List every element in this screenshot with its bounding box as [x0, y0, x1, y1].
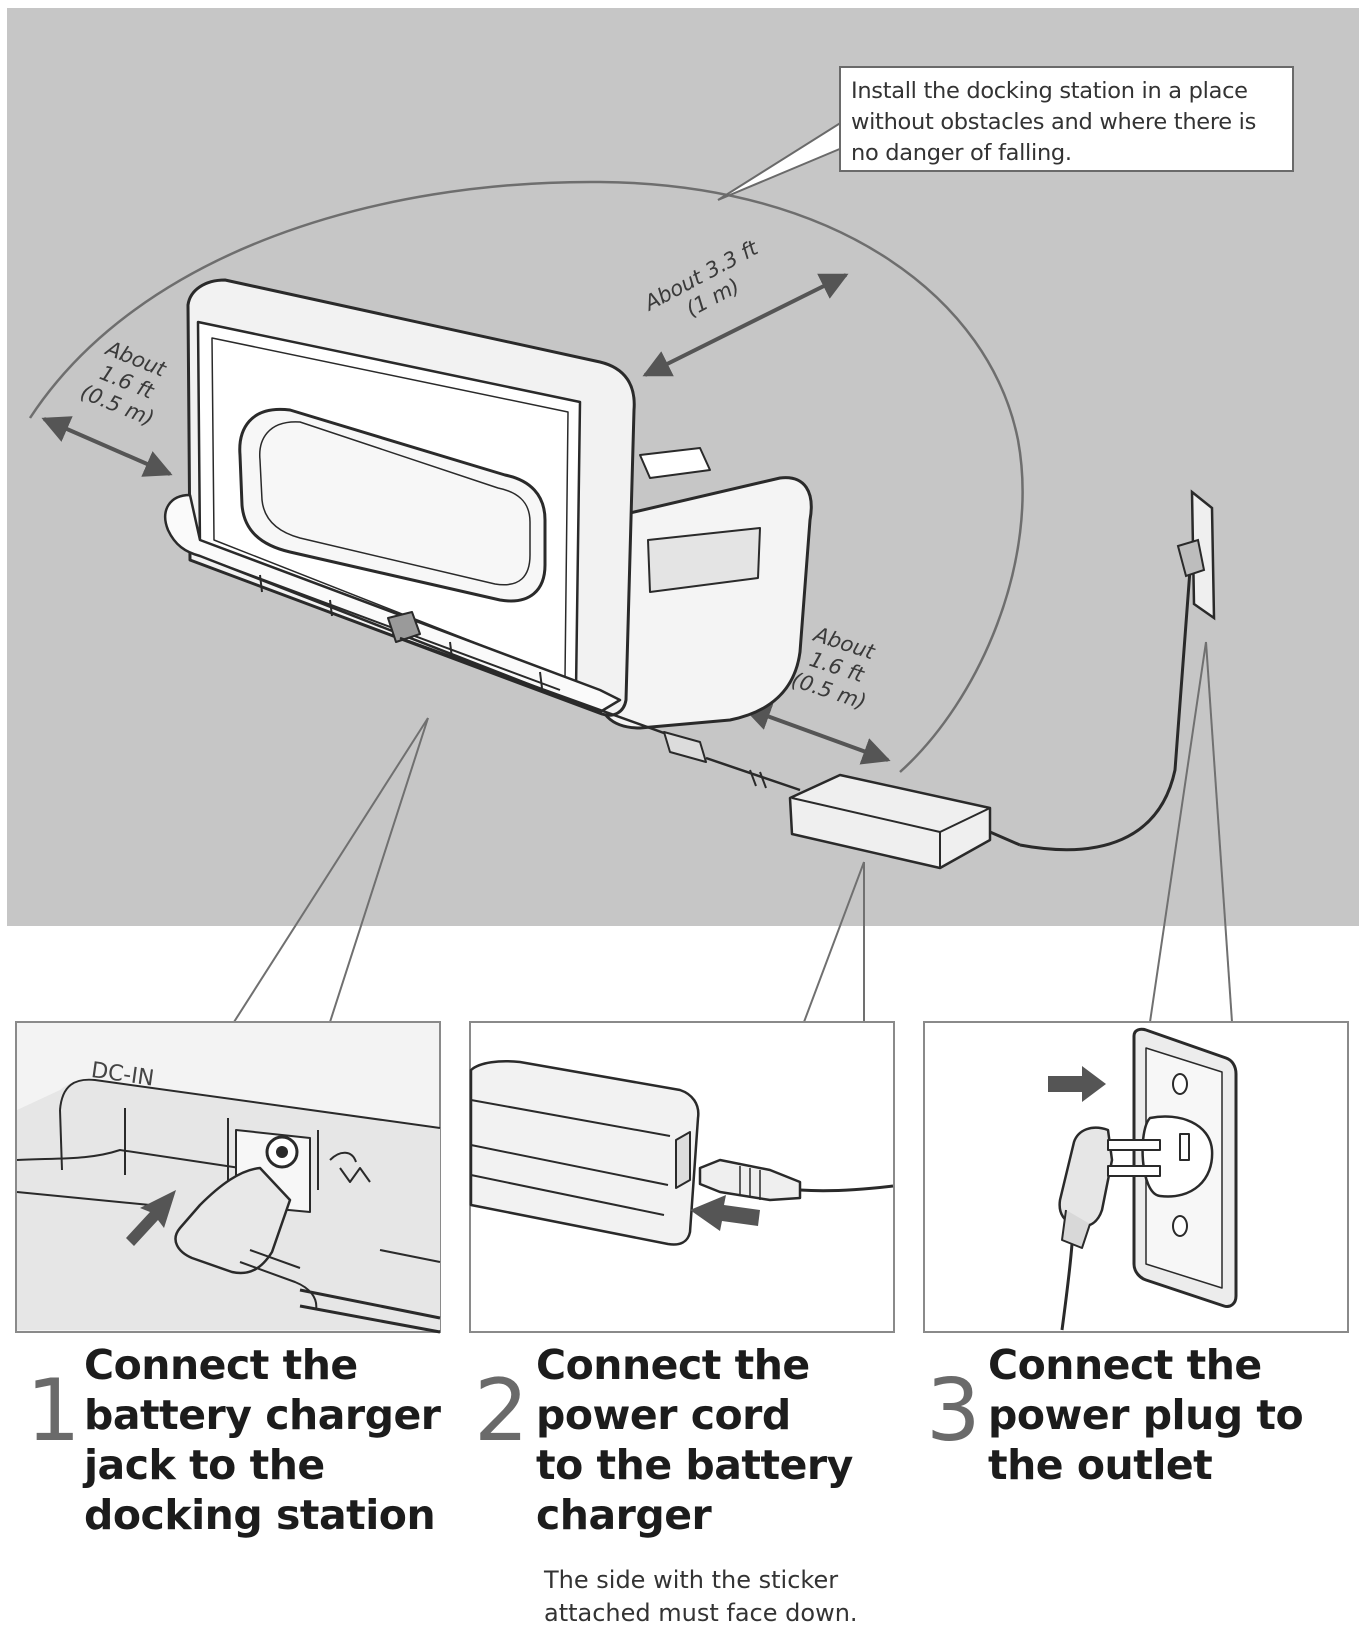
step-line: Connect the — [988, 1341, 1262, 1389]
step-instruction: Connect the power cord to the battery ch… — [536, 1340, 853, 1540]
left-dimension-arrow — [41, 416, 173, 477]
step-line: to the battery — [536, 1441, 853, 1489]
step-number: 2 — [474, 1361, 529, 1461]
step-number: 1 — [26, 1361, 81, 1461]
clearance-arc — [28, 180, 1024, 773]
step-instruction: Connect the battery charger jack to the … — [84, 1340, 441, 1540]
installation-callout: Install the docking station in a place w… — [839, 66, 1294, 172]
step-line: power cord — [536, 1391, 791, 1439]
panel-2-illustration — [469, 1060, 894, 1246]
right-dimension-arrow — [742, 703, 891, 765]
zoom-connectors — [233, 641, 1233, 1023]
step-line: Connect the — [536, 1341, 810, 1389]
step-instruction: Connect the power plug to the outlet — [988, 1340, 1304, 1490]
charger-adapter-illustration — [788, 569, 1192, 870]
top-dimension-arrow — [642, 273, 849, 377]
callout-line: Install the docking station in a place — [851, 78, 1248, 104]
step-line: the outlet — [988, 1441, 1213, 1489]
step-line: docking station — [84, 1491, 436, 1539]
panel-3-illustration — [1048, 1027, 1238, 1331]
sticker-note: The side with the sticker attached must … — [544, 1564, 858, 1630]
callout-line: without obstacles and where there is — [851, 109, 1257, 135]
note-line: The side with the sticker — [544, 1566, 839, 1594]
panel-1-illustration — [16, 1078, 441, 1334]
step-line: charger — [536, 1491, 712, 1539]
direction-arrow-icon — [126, 1190, 176, 1246]
callout-line: no danger of falling. — [851, 140, 1072, 166]
wall-outlet-illustration — [1176, 489, 1216, 621]
step-line: power plug to — [988, 1391, 1304, 1439]
direction-arrow-icon — [690, 1195, 760, 1231]
direction-arrow-icon — [1048, 1066, 1106, 1102]
step-line: jack to the — [84, 1441, 325, 1489]
docking-station-illustration — [164, 278, 813, 792]
step-line: battery charger — [84, 1391, 441, 1439]
note-line: attached must face down. — [544, 1599, 858, 1627]
step-line: Connect the — [84, 1341, 358, 1389]
step-number: 3 — [926, 1361, 981, 1461]
